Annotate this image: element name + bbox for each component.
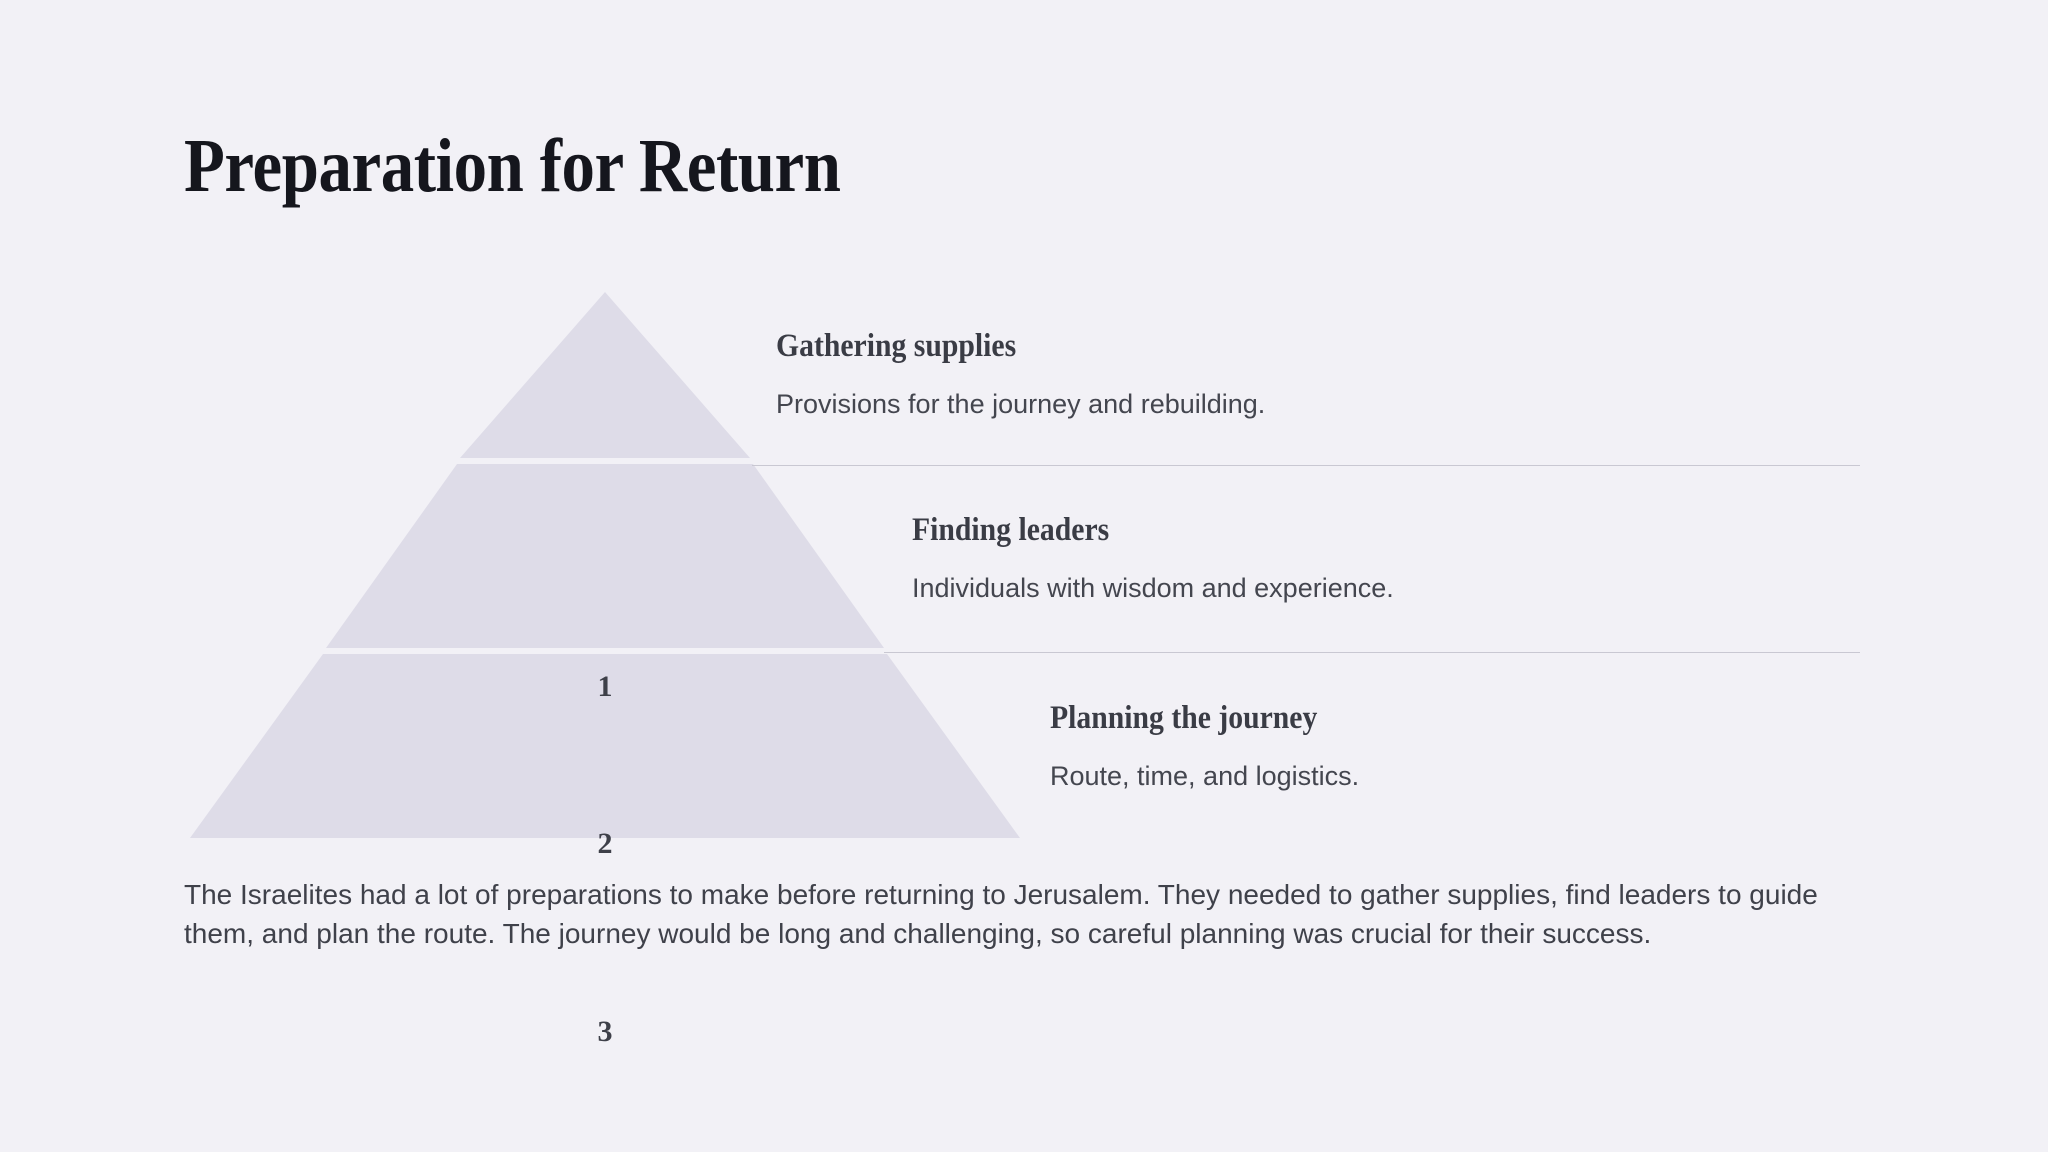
pyramid-tier-1-shape [460, 292, 750, 458]
body-paragraph: The Israelites had a lot of preparations… [184, 879, 1818, 949]
pyramid-tier-2-number: 2 [597, 827, 613, 860]
tier-divider-1 [752, 465, 1860, 466]
pyramid-tier-3-text: Planning the journey Route, time, and lo… [1050, 700, 1359, 795]
page-title: Preparation for Return [184, 124, 841, 208]
pyramid-shape [190, 292, 1020, 838]
pyramid-diagram: 1 2 3 [0, 280, 2048, 1048]
pyramid-tier-2-title: Finding leaders [912, 512, 1110, 548]
pyramid-tier-1-description: Provisions for the journey and rebuildin… [776, 389, 1266, 420]
pyramid-tier-1-text: Gathering supplies Provisions for the jo… [776, 328, 1265, 423]
pyramid-tier-1-title: Gathering supplies [776, 328, 1017, 364]
pyramid-tier-2-shape [326, 464, 884, 648]
pyramid-tier-3-description: Route, time, and logistics. [1050, 761, 1360, 792]
pyramid-tier-3-shape [190, 654, 1020, 838]
pyramid-tier-1-number: 1 [597, 670, 613, 703]
pyramid-tier-2-text: Finding leaders Individuals with wisdom … [912, 512, 1394, 607]
pyramid-tier-3-title: Planning the journey [1050, 700, 1318, 736]
tier-divider-2 [884, 652, 1860, 653]
pyramid-tier-2-description: Individuals with wisdom and experience. [912, 573, 1394, 604]
pyramid-tier-3-number: 3 [597, 1015, 613, 1048]
